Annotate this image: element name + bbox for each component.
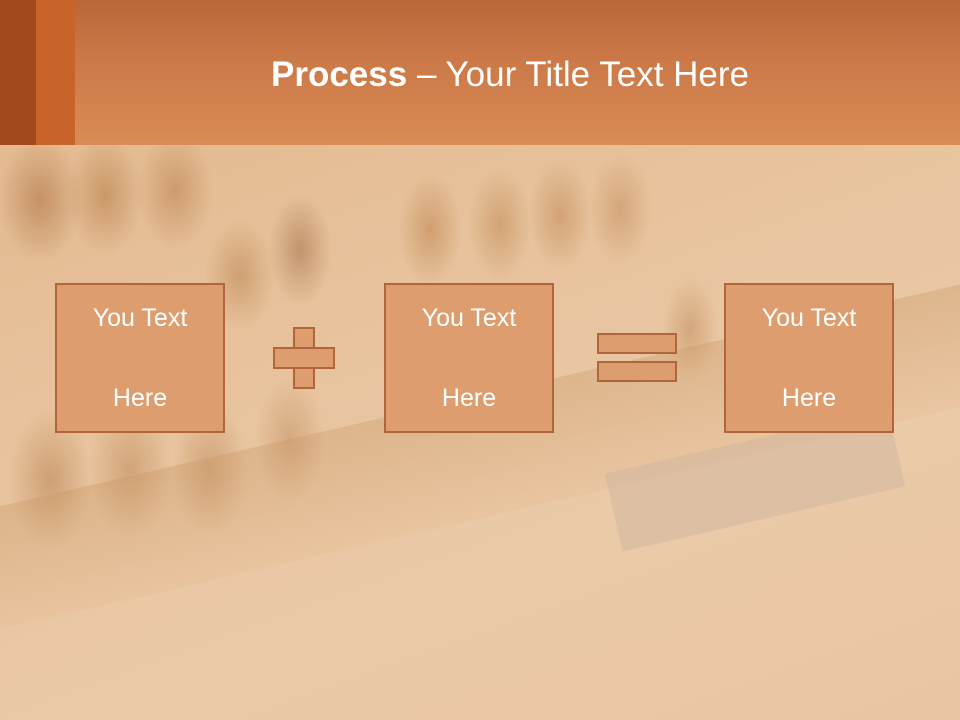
title-bold: Process — [271, 55, 408, 94]
title-bar: Process – Your Title Text Here — [0, 0, 960, 145]
plus-center — [295, 349, 313, 367]
process-box-2-line2: Here — [441, 384, 497, 412]
equals-top-bar — [597, 333, 677, 354]
process-box-3-line1: You Text — [761, 304, 857, 332]
equals-icon — [597, 333, 677, 383]
corner-accent — [0, 0, 75, 145]
equals-bottom-bar — [597, 361, 677, 382]
process-box-1-line2: Here — [112, 384, 168, 412]
process-box-1-line1: You Text — [92, 304, 188, 332]
slide-title[interactable]: Process – Your Title Text Here — [80, 48, 940, 102]
title-rest: – Your Title Text Here — [407, 55, 749, 94]
plus-icon — [273, 327, 335, 389]
process-box-3-line2: Here — [781, 384, 837, 412]
process-box-2-line1: You Text — [421, 304, 517, 332]
